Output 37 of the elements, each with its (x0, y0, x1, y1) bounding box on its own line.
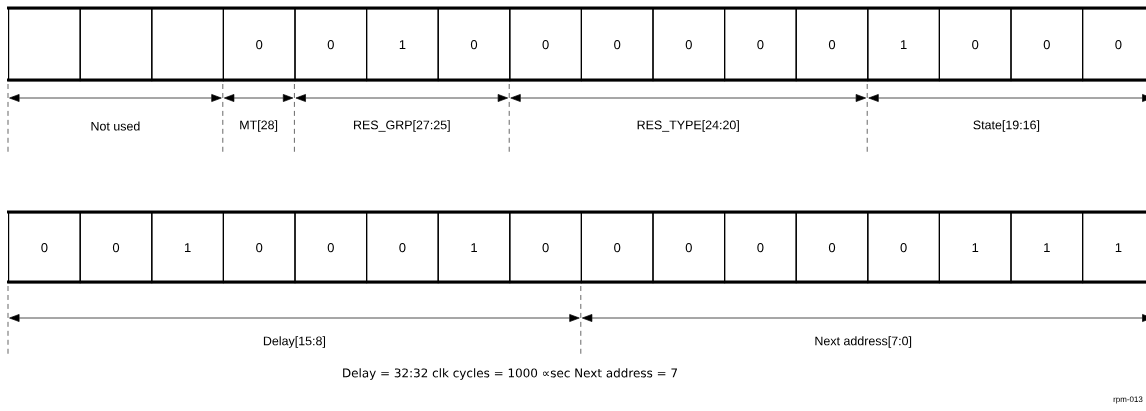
field-label: MT[28] (240, 120, 278, 132)
bit-cell: 0 (509, 8, 582, 82)
field-label: RES_GRP[27:25] (354, 120, 450, 132)
bit-cell: 0 (724, 8, 797, 82)
bit-cell: 1 (366, 8, 439, 82)
bit-cell: 0 (222, 8, 296, 82)
bit-cell: 0 (366, 212, 439, 284)
bit-cell: 1 (151, 212, 224, 284)
field-label: Delay[15:8] (263, 336, 325, 348)
bit-cell: 0 (867, 212, 940, 284)
bit-cell: 0 (294, 8, 368, 82)
note: Delay = 32:32 clk cycles = 1000 ∝sec Next address = 7 (343, 368, 677, 380)
bit-cell: 1 (1010, 212, 1084, 284)
bit-cell: 0 (795, 8, 869, 82)
bit-cell: 0 (79, 212, 153, 284)
bit-cell: 0 (509, 212, 582, 284)
bit-cell: 0 (1010, 8, 1084, 82)
bit-cell: 1 (437, 212, 511, 284)
bit-cell: 0 (938, 8, 1012, 82)
bit-cell: 1 (867, 8, 940, 82)
bit-cell: 0 (724, 212, 797, 284)
bit-cell: 0 (580, 212, 654, 284)
bit-cell: 0 (222, 212, 296, 284)
bit-cell: 0 (652, 212, 726, 284)
bit-cell: 0 (8, 212, 81, 284)
field-label: RES_TYPE[24:20] (637, 120, 739, 132)
bit-cell: 0 (652, 8, 726, 82)
field-label: State[19:16] (973, 120, 1040, 132)
bit-cell: 1 (1082, 212, 1146, 284)
bit-cell: 0 (1082, 8, 1146, 82)
bit-cell: 0 (795, 212, 869, 284)
bit-cell: 0 (580, 8, 654, 82)
bit-cell: 0 (437, 8, 511, 82)
bit-cell: 1 (938, 212, 1012, 284)
bit-cell: 0 (294, 212, 368, 284)
field-label: Next address[7:0] (815, 336, 912, 348)
field-label: Not used (91, 121, 140, 131)
